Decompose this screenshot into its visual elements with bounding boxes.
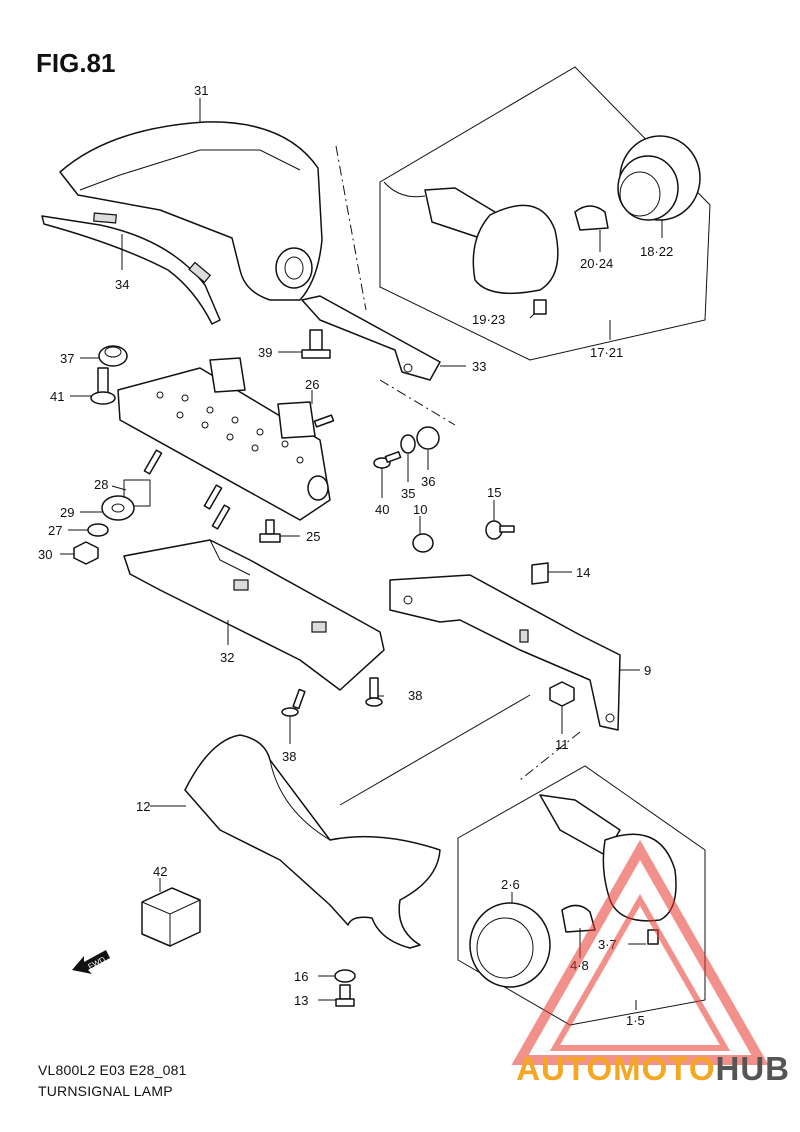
screw-13[interactable] [335, 984, 355, 1007]
callout-10[interactable]: 10 [413, 502, 427, 517]
callout-17-21[interactable]: 17·21 [590, 345, 623, 360]
figure-title: FIG.81 [36, 48, 116, 78]
fwd-arrow-icon: FWD [72, 950, 110, 974]
stud-26[interactable] [313, 414, 335, 428]
screw-25[interactable] [259, 519, 281, 543]
callout-33[interactable]: 33 [472, 359, 486, 374]
callout-32[interactable]: 32 [220, 650, 234, 665]
callout-2-6[interactable]: 2·6 [501, 877, 520, 892]
leader-line [519, 731, 581, 781]
nut-11[interactable] [549, 681, 575, 707]
washer-27[interactable] [87, 523, 109, 537]
collar-14[interactable] [531, 562, 549, 585]
bolt-41[interactable] [90, 367, 116, 405]
lower-assembly-boundary [457, 765, 706, 1026]
watermark-part1: AUTOMOTO [516, 1050, 716, 1087]
callout-37[interactable]: 37 [60, 351, 74, 366]
washer-16[interactable] [334, 969, 356, 983]
upper-assembly-boundary [379, 66, 711, 361]
section-name: TURNSIGNAL LAMP [38, 1083, 173, 1099]
signal-mount-bracket[interactable] [117, 357, 331, 521]
grommet-29[interactable] [101, 495, 135, 521]
leader-line [335, 145, 367, 311]
rear-cover-part[interactable] [59, 121, 323, 301]
callout-15[interactable]: 15 [487, 485, 501, 500]
relay-42[interactable] [141, 887, 201, 947]
callout-leaders [60, 98, 663, 1010]
callout-26[interactable]: 26 [305, 377, 319, 392]
callout-34[interactable]: 34 [115, 277, 129, 292]
callout-36[interactable]: 36 [421, 474, 435, 489]
callout-38-left[interactable]: 38 [282, 749, 296, 764]
callout-30[interactable]: 30 [38, 547, 52, 562]
callout-42[interactable]: 42 [153, 864, 167, 879]
callout-40[interactable]: 40 [375, 502, 389, 517]
callout-39[interactable]: 39 [258, 345, 272, 360]
callout-19-23[interactable]: 19·23 [472, 312, 505, 327]
lower-turnsignal-lamp[interactable] [469, 794, 677, 988]
callout-1-5[interactable]: 1·5 [626, 1013, 645, 1028]
callout-41[interactable]: 41 [50, 389, 64, 404]
leader-line [379, 379, 456, 426]
collar-36[interactable] [416, 426, 440, 450]
screw-15[interactable] [485, 520, 515, 540]
callout-31[interactable]: 31 [194, 83, 208, 98]
callout-29[interactable]: 29 [60, 505, 74, 520]
screw-40[interactable] [373, 451, 402, 469]
callout-25[interactable]: 25 [306, 529, 320, 544]
watermark-part2: HUB [715, 1050, 790, 1087]
rivet-38-b[interactable] [365, 677, 383, 707]
lower-cover-part[interactable] [184, 734, 441, 949]
callout-20-24[interactable]: 20·24 [580, 256, 613, 271]
callout-18-22[interactable]: 18·22 [640, 244, 673, 259]
watermark-brand: AUTOMOTOHUB [516, 1050, 790, 1088]
leader-line [339, 694, 531, 806]
callout-9[interactable]: 9 [644, 663, 651, 678]
callout-27[interactable]: 27 [48, 523, 62, 538]
rivet-38[interactable] [281, 688, 306, 717]
bolt-39[interactable] [301, 329, 331, 359]
lower-bracket-part[interactable] [123, 539, 385, 691]
callout-35[interactable]: 35 [401, 486, 415, 501]
callout-16[interactable]: 16 [294, 969, 308, 984]
washer-35[interactable] [400, 434, 416, 454]
upper-turnsignal-lamp[interactable] [383, 135, 701, 315]
grommet-37[interactable] [98, 345, 128, 367]
nut-30[interactable] [73, 541, 99, 565]
upper-bracket-part[interactable] [301, 295, 441, 381]
automotohub-logo-icon [511, 839, 769, 1065]
callout-12[interactable]: 12 [136, 799, 150, 814]
callout-28[interactable]: 28 [94, 477, 108, 492]
mount-bracket-9[interactable] [389, 574, 621, 731]
stud-28[interactable] [143, 449, 231, 530]
collar-10[interactable] [412, 533, 434, 553]
callout-38-right[interactable]: 38 [408, 688, 422, 703]
reflector-strip-part[interactable] [41, 212, 221, 325]
callout-14[interactable]: 14 [576, 565, 590, 580]
callout-13[interactable]: 13 [294, 993, 308, 1008]
callout-11[interactable]: 11 [555, 737, 569, 752]
model-code: VL800L2 E03 E28_081 [38, 1062, 187, 1078]
